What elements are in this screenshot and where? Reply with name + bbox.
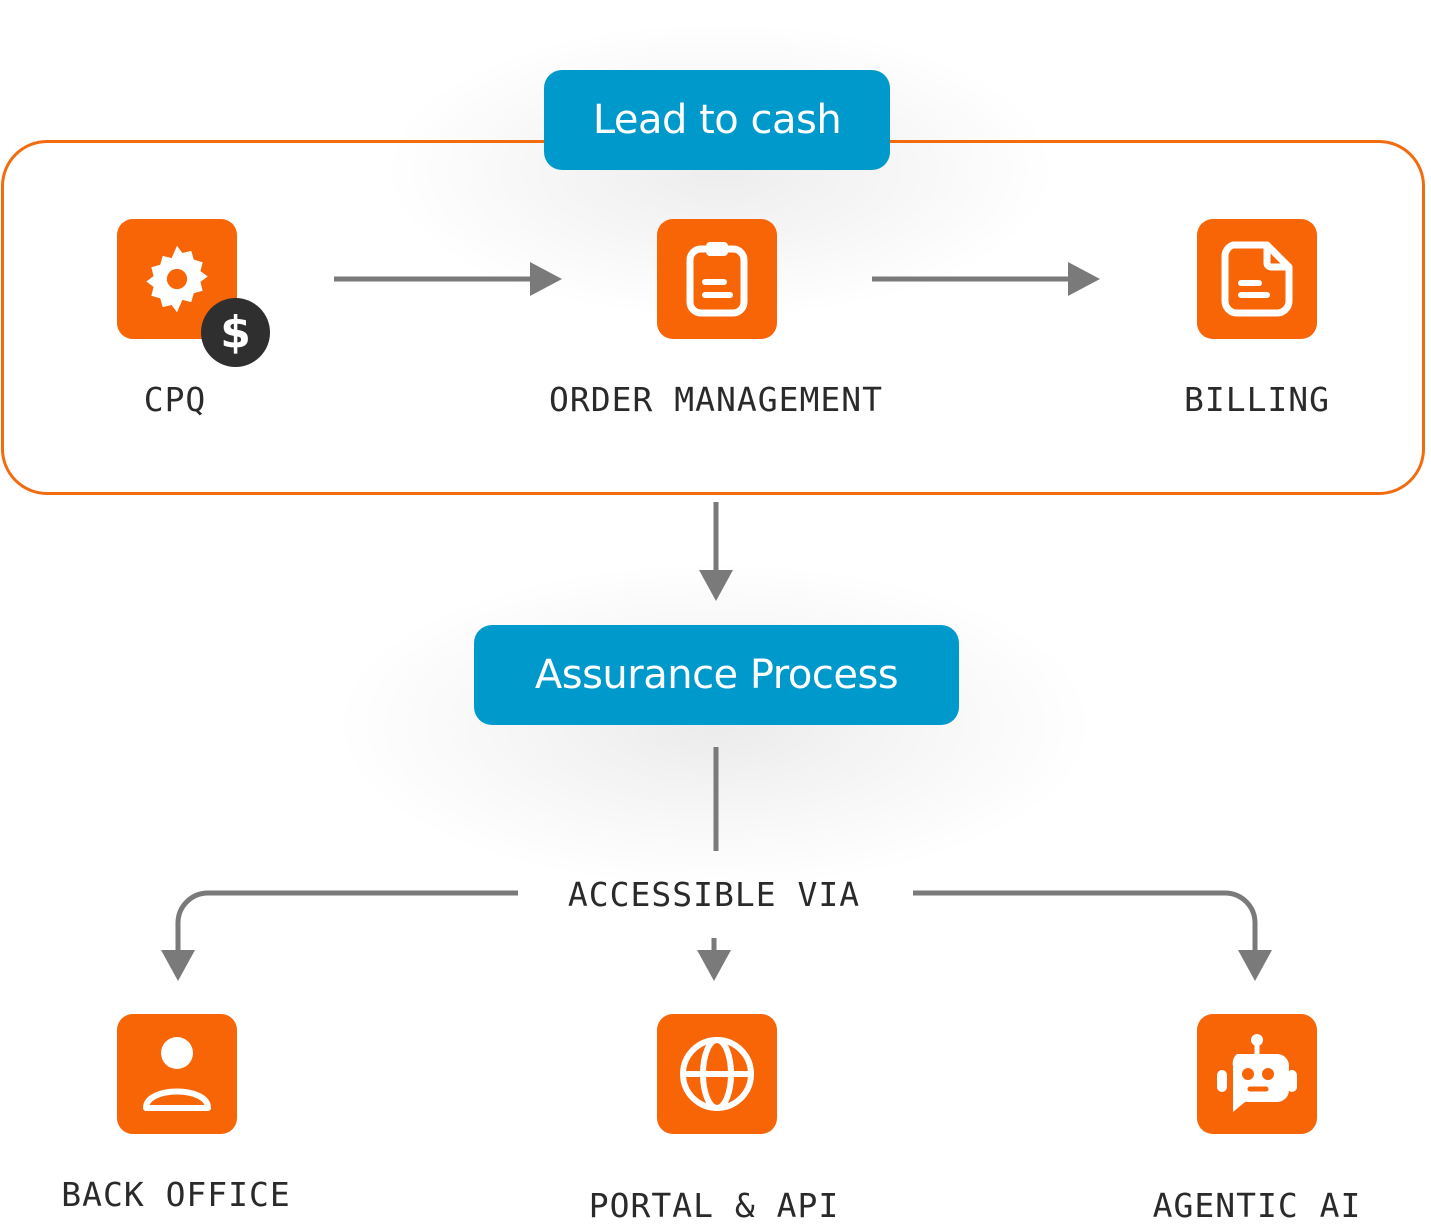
user-icon <box>143 1037 211 1111</box>
arrow-to-agentic-ai <box>913 890 1258 953</box>
background-glow-middle <box>330 560 1100 890</box>
order-management-label: ORDER MANAGEMENT <box>549 380 883 419</box>
lead-to-cash-pill: Lead to cash <box>544 70 890 170</box>
agentic-ai-tile <box>1197 1014 1317 1134</box>
back-office-label: BACK OFFICE <box>61 1175 291 1214</box>
gear-icon <box>146 245 208 313</box>
billing-label: BILLING <box>1183 380 1331 419</box>
assurance-process-pill: Assurance Process <box>474 625 959 725</box>
cpq-tile <box>117 219 237 339</box>
arrowhead-back-office <box>161 950 195 981</box>
cpq-label: CPQ <box>143 380 207 419</box>
agentic-ai-label: AGENTIC AI <box>1152 1186 1362 1225</box>
arrowhead-portal <box>697 950 731 981</box>
billing-tile <box>1197 219 1317 339</box>
back-office-tile <box>117 1014 237 1134</box>
globe-icon <box>680 1037 754 1111</box>
robot-icon <box>1217 1034 1297 1112</box>
arrow-to-back-office <box>175 890 518 953</box>
document-icon <box>1221 241 1293 317</box>
accessible-via-label: ACCESSIBLE VIA <box>567 875 861 914</box>
order-management-tile <box>657 219 777 339</box>
lead-to-cash-title: Lead to cash <box>592 97 842 143</box>
assurance-process-title: Assurance Process <box>534 652 899 698</box>
portal-api-label: PORTAL & API <box>588 1186 840 1225</box>
arrowhead-agentic-ai <box>1238 950 1272 981</box>
portal-api-tile <box>657 1014 777 1134</box>
clipboard-icon <box>686 242 748 317</box>
dollar-icon: $ <box>220 307 251 358</box>
dollar-badge: $ <box>201 298 270 367</box>
arrowhead-assurance <box>699 570 733 601</box>
